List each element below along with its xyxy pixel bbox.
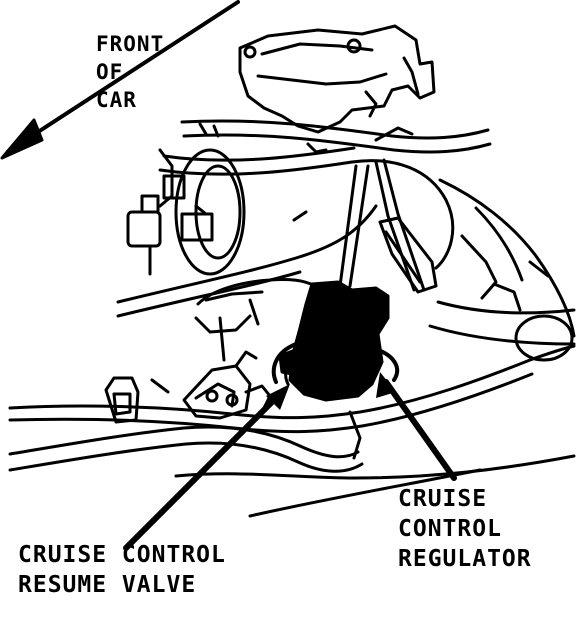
intake-manifold — [194, 278, 322, 362]
vacuum-hose-upper — [180, 119, 492, 154]
resume-label-line-2: RESUME VALVE — [18, 572, 197, 598]
front-label-line-2: OF — [96, 60, 124, 84]
resume-valve-label: CRUISE CONTROL RESUME VALVE — [18, 540, 226, 600]
leader-arrowhead-resume-icon — [266, 384, 290, 410]
front-label-line-1: FRONT — [96, 32, 165, 56]
cable-bracket — [378, 216, 438, 294]
throttle-bracket — [104, 376, 140, 424]
vacuum-hose-lower — [116, 146, 455, 318]
brake-booster — [158, 148, 246, 276]
master-cylinder — [126, 194, 214, 276]
throttle-cables — [292, 126, 426, 292]
leader-arrowhead-regulator-icon — [376, 372, 396, 398]
leader-line-regulator — [383, 379, 457, 481]
cruise-control-regulator — [271, 280, 400, 402]
cruise-control-resume-valve — [182, 350, 272, 420]
leader-line-resume — [123, 389, 285, 551]
regulator-label-line-1: CRUISE — [398, 486, 488, 512]
vacuum-tube-long — [8, 344, 576, 473]
front-of-car-label: FRONT OF CAR — [96, 30, 164, 114]
front-label-line-3: CAR — [96, 88, 137, 112]
regulator-label: CRUISE CONTROL REGULATOR — [398, 484, 532, 574]
fender-wall — [428, 178, 576, 362]
air-cleaner-housing — [238, 24, 436, 134]
resume-label-line-1: CRUISE CONTROL — [18, 542, 226, 568]
regulator-label-line-3: REGULATOR — [398, 546, 532, 572]
regulator-label-line-2: CONTROL — [398, 516, 502, 542]
front-arrow-icon — [0, 0, 240, 160]
